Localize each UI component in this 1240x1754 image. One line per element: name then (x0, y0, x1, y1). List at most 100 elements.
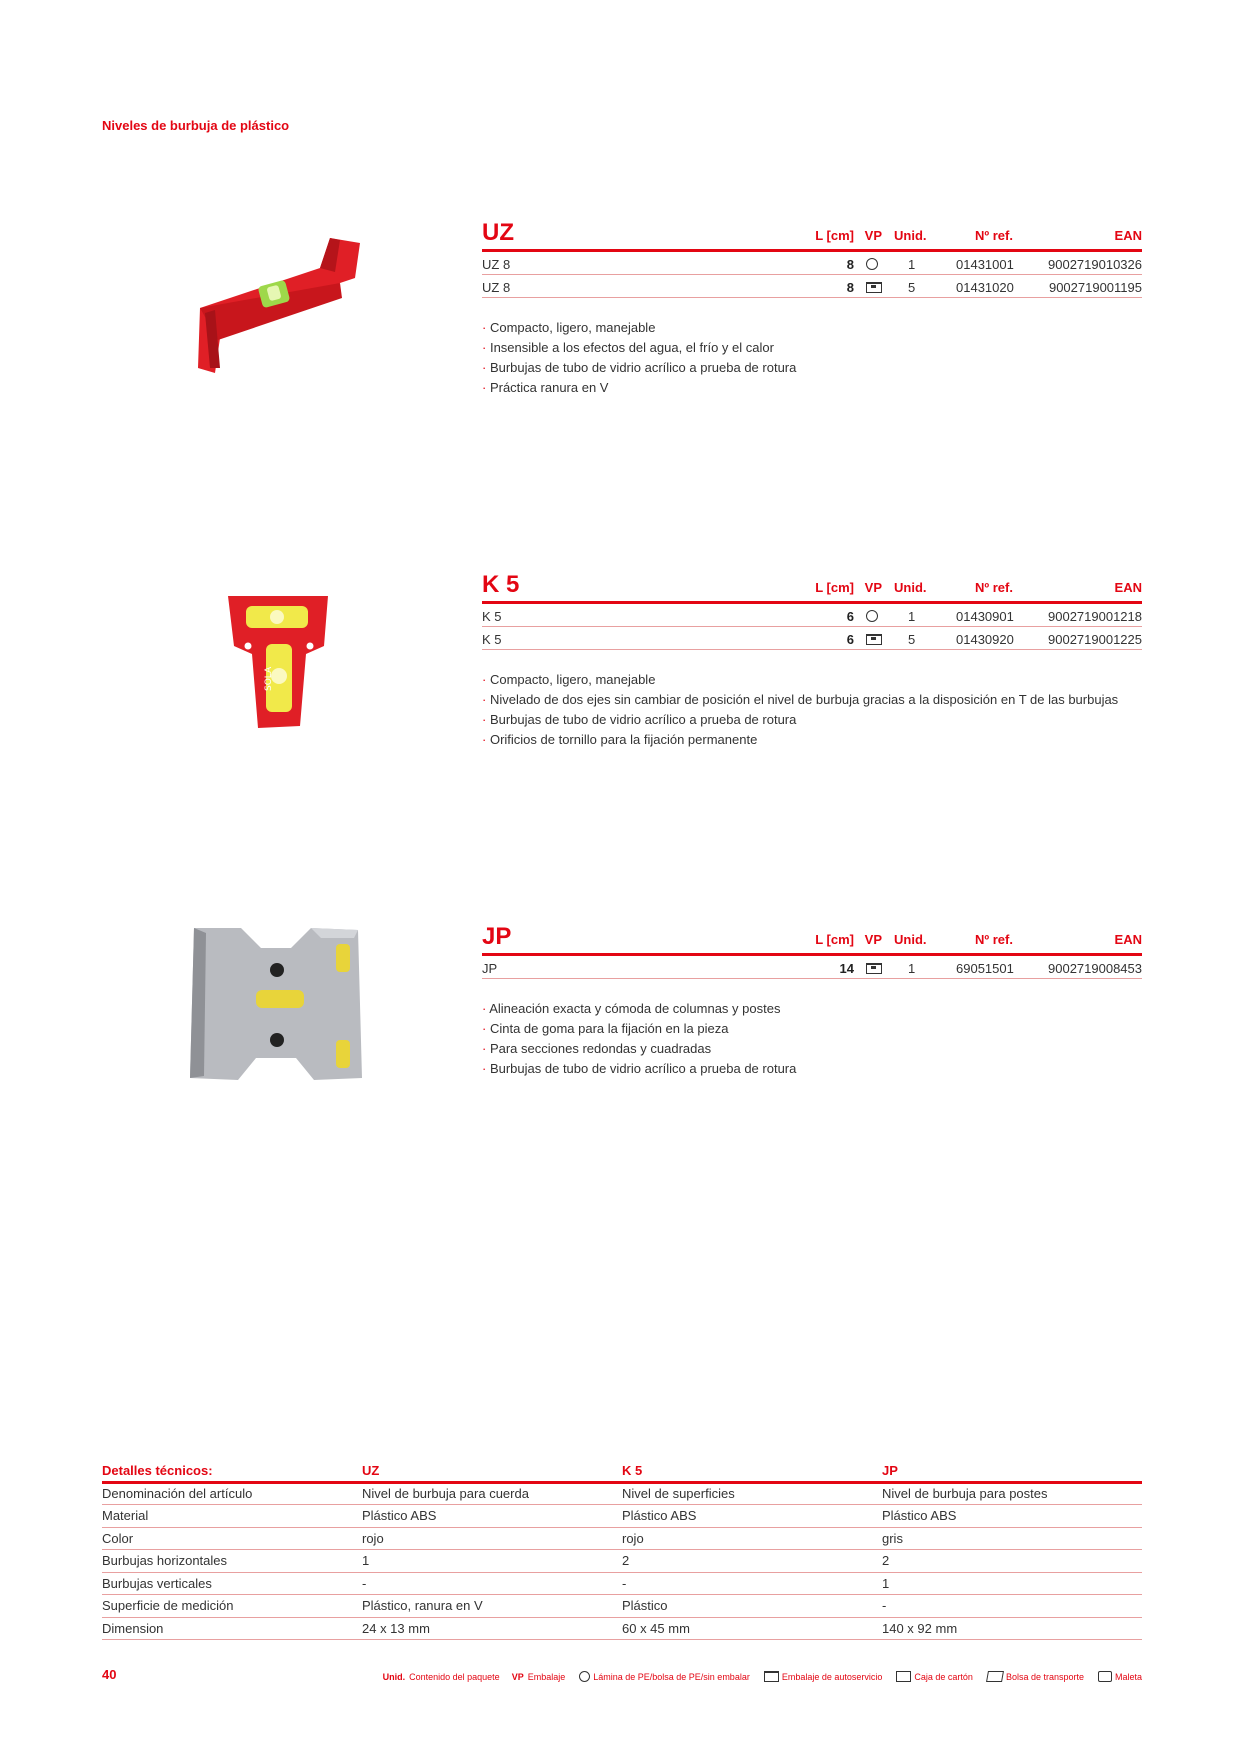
legend-text: Embalaje de autoservicio (781, 1671, 883, 1682)
list-item: Compacto, ligero, manejable (482, 318, 1142, 338)
case-icon (1097, 1671, 1112, 1682)
table-row: Dimension 24 x 13 mm 60 x 45 mm 140 x 92… (102, 1617, 1142, 1640)
row-name: K 5 (482, 609, 502, 624)
legend-text: Bolsa de transporte (1005, 1671, 1084, 1682)
col-ref-header: Nº ref. (975, 580, 1013, 595)
table-cell: Nivel de burbuja para postes (882, 1482, 1142, 1505)
list-item: Burbujas de tubo de vidrio acrílico a pr… (482, 710, 1142, 730)
self-service-pack-icon (866, 281, 882, 296)
product-name: JP (482, 923, 512, 950)
col-ref-header: Nº ref. (975, 228, 1013, 243)
legend-item: Lámina de PE/bolsa de PE/sin embalar (579, 1671, 750, 1682)
list-item: Práctica ranura en V (482, 378, 1142, 398)
table-header-cell: Detalles técnicos: (102, 1460, 362, 1484)
row-ref: 01431020 (956, 280, 1014, 295)
col-unid-header: Unid. (894, 932, 927, 947)
table-cell: Dimension (102, 1617, 362, 1640)
self-service-pack-icon (866, 962, 882, 977)
legend-item: Maleta (1097, 1671, 1142, 1682)
row-name: UZ 8 (482, 257, 511, 272)
table-cell: 24 x 13 mm (362, 1617, 622, 1640)
product-header: UZ L [cm] VP Unid. Nº ref. EAN (482, 219, 1142, 252)
legend-item: Embalaje de autoservicio (763, 1671, 883, 1682)
table-cell: Burbujas verticales (102, 1572, 362, 1595)
table-cell: Burbujas horizontales (102, 1549, 362, 1573)
list-item: Nivelado de dos ejes sin cambiar de posi… (482, 690, 1142, 710)
table-cell: Nivel de burbuja para cuerda (362, 1482, 622, 1505)
table-cell: 2 (622, 1549, 882, 1573)
col-length-header: L [cm] (815, 932, 854, 947)
row-name: JP (482, 961, 498, 976)
col-unid-header: Unid. (894, 228, 927, 243)
uz-level-image (198, 238, 360, 373)
circle-icon (579, 1671, 591, 1682)
legend-unid-label: Unid. (382, 1671, 406, 1682)
list-item: Para secciones redondas y cuadradas (482, 1039, 1142, 1059)
row-ref: 01430920 (956, 632, 1014, 647)
table-cell: 140 x 92 mm (882, 1617, 1142, 1640)
row-length: 8 (846, 257, 854, 272)
row-unid: 5 (908, 280, 916, 295)
row-length: 14 (839, 961, 854, 976)
table-row: Material Plástico ABS Plástico ABS Plást… (102, 1504, 1142, 1528)
carton-box-icon (896, 1671, 912, 1682)
table-row: K 5 6 5 01430920 9002719001225 (482, 627, 1142, 650)
technical-details-table: Detalles técnicos: UZ K 5 JP Denominació… (102, 1460, 1142, 1640)
row-length: 6 (846, 609, 854, 624)
col-vp-header: VP (864, 580, 882, 595)
table-cell: rojo (622, 1527, 882, 1550)
col-unid-header: Unid. (894, 580, 927, 595)
table-cell: - (362, 1572, 622, 1595)
table-row: Superficie de medición Plástico, ranura … (102, 1594, 1142, 1618)
legend-item: Caja de cartón (896, 1671, 973, 1682)
row-unid: 5 (908, 632, 916, 647)
table-cell: rojo (362, 1527, 622, 1550)
table-cell: gris (882, 1527, 1142, 1550)
table-cell: Plástico ABS (362, 1504, 622, 1528)
table-cell: 1 (882, 1572, 1142, 1595)
row-unid: 1 (908, 961, 916, 976)
table-row: Color rojo rojo gris (102, 1527, 1142, 1550)
table-cell: Plástico ABS (882, 1504, 1142, 1528)
transport-bag-icon (985, 1671, 1004, 1682)
legend-unid-text: Contenido del paquete (409, 1671, 500, 1682)
product-name: UZ (482, 219, 514, 246)
self-service-pack-icon (866, 633, 882, 648)
page-number: 40 (102, 1667, 117, 1682)
table-row: JP 14 1 69051501 9002719008453 (482, 956, 1142, 979)
table-row: Burbujas verticales - - 1 (102, 1572, 1142, 1595)
col-ref-header: Nº ref. (975, 932, 1013, 947)
legend-text: Maleta (1114, 1671, 1142, 1682)
row-ean: 9002719001218 (1048, 609, 1142, 624)
table-cell: - (622, 1572, 882, 1595)
list-item: Burbujas de tubo de vidrio acrílico a pr… (482, 358, 1142, 378)
list-item: Alineación exacta y cómoda de columnas y… (482, 999, 1142, 1019)
col-vp-header: VP (864, 228, 882, 243)
circle-icon (866, 258, 878, 273)
table-row: UZ 8 8 1 01431001 9002719010326 (482, 252, 1142, 275)
table-cell: Plástico ABS (622, 1504, 882, 1528)
row-ean: 9002719008453 (1048, 961, 1142, 976)
product-name: K 5 (482, 571, 520, 598)
table-cell: 60 x 45 mm (622, 1617, 882, 1640)
table-cell: Material (102, 1504, 362, 1528)
row-unid: 1 (908, 257, 916, 272)
table-cell: Nivel de superficies (622, 1482, 882, 1505)
table-cell: Denominación del artículo (102, 1482, 362, 1505)
page-footer: 40 Unid. Contenido del paquete VP Embala… (102, 1667, 1142, 1687)
product-uz: UZ L [cm] VP Unid. Nº ref. EAN UZ 8 8 1 … (482, 219, 1142, 398)
feature-list: Compacto, ligero, manejable Insensible a… (482, 318, 1142, 398)
k5-level-image: SOLA (228, 596, 328, 728)
page-section-title: Niveles de burbuja de plástico (102, 118, 290, 133)
list-item: Compacto, ligero, manejable (482, 670, 1142, 690)
circle-icon (866, 610, 878, 625)
list-item: Insensible a los efectos del agua, el fr… (482, 338, 1142, 358)
col-length-header: L [cm] (815, 580, 854, 595)
row-ean: 9002719001195 (1048, 280, 1142, 295)
col-length-header: L [cm] (815, 228, 854, 243)
packaging-legend: Unid. Contenido del paquete VP Embalaje … (383, 1671, 1142, 1682)
list-item: Burbujas de tubo de vidrio acrílico a pr… (482, 1059, 1142, 1079)
row-ref: 01430901 (956, 609, 1014, 624)
col-vp-header: VP (864, 932, 882, 947)
svg-text:SOLA: SOLA (264, 666, 274, 691)
